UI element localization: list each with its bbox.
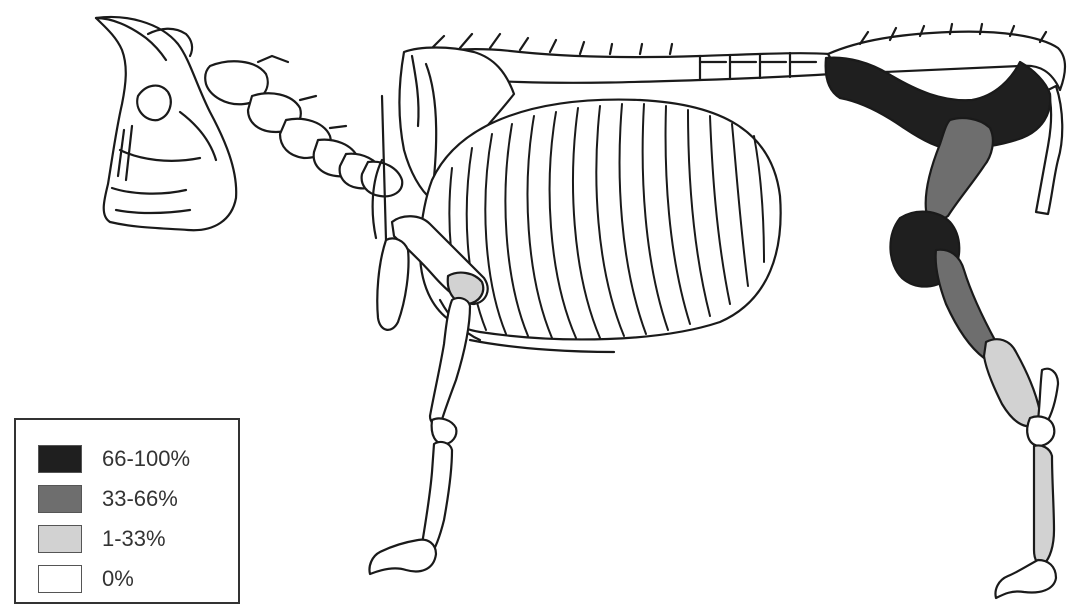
legend-item-medium: 33-66% (38, 484, 178, 514)
legend: 66-100% 33-66% 1-33% 0% (14, 418, 240, 604)
legend-swatch-none (38, 565, 82, 593)
legend-label-low: 1-33% (102, 526, 166, 552)
legend-item-none: 0% (38, 564, 134, 594)
legend-label-medium: 33-66% (102, 486, 178, 512)
legend-label-none: 0% (102, 566, 134, 592)
rib-cage (420, 100, 781, 352)
legend-item-high: 66-100% (38, 444, 190, 474)
legend-swatch-low (38, 525, 82, 553)
legend-item-low: 1-33% (38, 524, 166, 554)
hindlimb (826, 24, 1065, 598)
legend-swatch-medium (38, 485, 82, 513)
skull (96, 17, 236, 230)
legend-swatch-high (38, 445, 82, 473)
legend-label-high: 66-100% (102, 446, 190, 472)
